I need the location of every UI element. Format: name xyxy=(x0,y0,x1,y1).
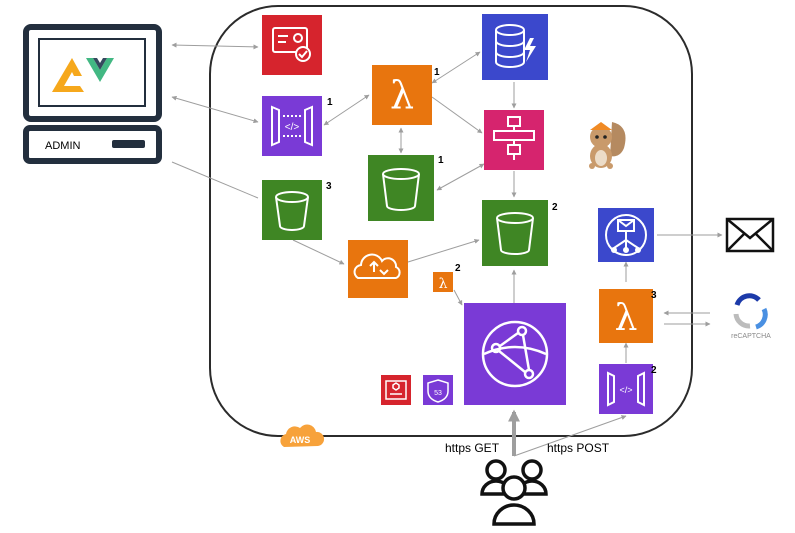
api-gateway-icon: </> xyxy=(607,371,645,407)
api-gateway-contact-badge: 2 xyxy=(651,365,657,376)
lambda-icon: λ xyxy=(390,73,414,117)
lambda-contact-badge: 3 xyxy=(651,290,657,301)
dynamodb-service xyxy=(482,14,548,80)
cognito-service xyxy=(262,15,322,75)
step-functions-service xyxy=(484,110,544,170)
https-get-label: https GET xyxy=(445,441,500,455)
media-convert-icon xyxy=(353,253,401,279)
vue-logo-icon xyxy=(52,58,114,92)
acm-service xyxy=(381,375,411,405)
s3-bucket-1-badge: 1 xyxy=(438,155,444,166)
lambda-contact-service: λ 3 xyxy=(599,289,657,343)
squirrel-mascot-icon xyxy=(589,122,626,169)
bucket-icon xyxy=(496,212,534,255)
https-post-label: https POST xyxy=(547,441,610,455)
users-icon xyxy=(480,459,548,526)
svg-text:53: 53 xyxy=(434,390,442,397)
connections xyxy=(171,42,723,457)
cloudfront-service xyxy=(464,303,566,405)
step-functions-icon xyxy=(493,116,535,160)
svg-text:λ: λ xyxy=(390,73,414,117)
bucket-icon xyxy=(382,168,420,211)
api-gateway-icon: </> xyxy=(271,105,313,147)
svg-text:</>: </> xyxy=(285,122,300,133)
lambda-edge-service: λ 2 xyxy=(433,263,461,292)
api-gateway-contact-service: </> 2 xyxy=(599,364,657,414)
lambda-edge-badge: 2 xyxy=(455,263,461,274)
admin-drive-slot xyxy=(112,140,145,148)
route53-service: 53 xyxy=(423,375,453,405)
lambda-icon: λ xyxy=(615,298,638,339)
certificate-icon xyxy=(272,27,311,62)
s3-bucket-3-badge: 3 xyxy=(326,181,332,192)
lambda-main-service: λ 1 xyxy=(372,65,440,125)
recaptcha-icon xyxy=(733,293,768,330)
dynamodb-icon xyxy=(495,24,536,68)
s3-bucket-3-service: 3 xyxy=(262,180,332,240)
aws-cloud-boundary xyxy=(209,5,693,437)
s3-bucket-2-service: 2 xyxy=(482,200,558,266)
recaptcha-badge: reCAPTCHA xyxy=(731,293,771,340)
s3-bucket-2-badge: 2 xyxy=(552,202,558,213)
route53-icon: 53 xyxy=(427,379,449,403)
recaptcha-label: reCAPTCHA xyxy=(731,333,771,340)
media-convert-service xyxy=(348,240,408,298)
s3-bucket-1-service: 1 xyxy=(368,155,444,221)
sns-icon xyxy=(605,214,647,256)
sns-service xyxy=(598,208,654,262)
admin-workstation: ADMIN xyxy=(23,24,162,164)
cloudfront-icon xyxy=(481,320,549,388)
svg-text:</>: </> xyxy=(619,385,632,395)
lambda-main-badge: 1 xyxy=(434,67,440,78)
aws-cloud-badge: AWS xyxy=(280,424,325,447)
api-gateway-admin-service: </> 1 xyxy=(262,96,333,156)
api-gateway-admin-badge: 1 xyxy=(327,97,333,108)
aws-badge-text: AWS xyxy=(290,435,311,445)
acm-icon xyxy=(385,380,407,400)
bucket-icon xyxy=(275,191,309,231)
admin-label: ADMIN xyxy=(45,140,81,152)
lambda-icon: λ xyxy=(439,276,448,292)
mail-icon xyxy=(725,217,775,253)
